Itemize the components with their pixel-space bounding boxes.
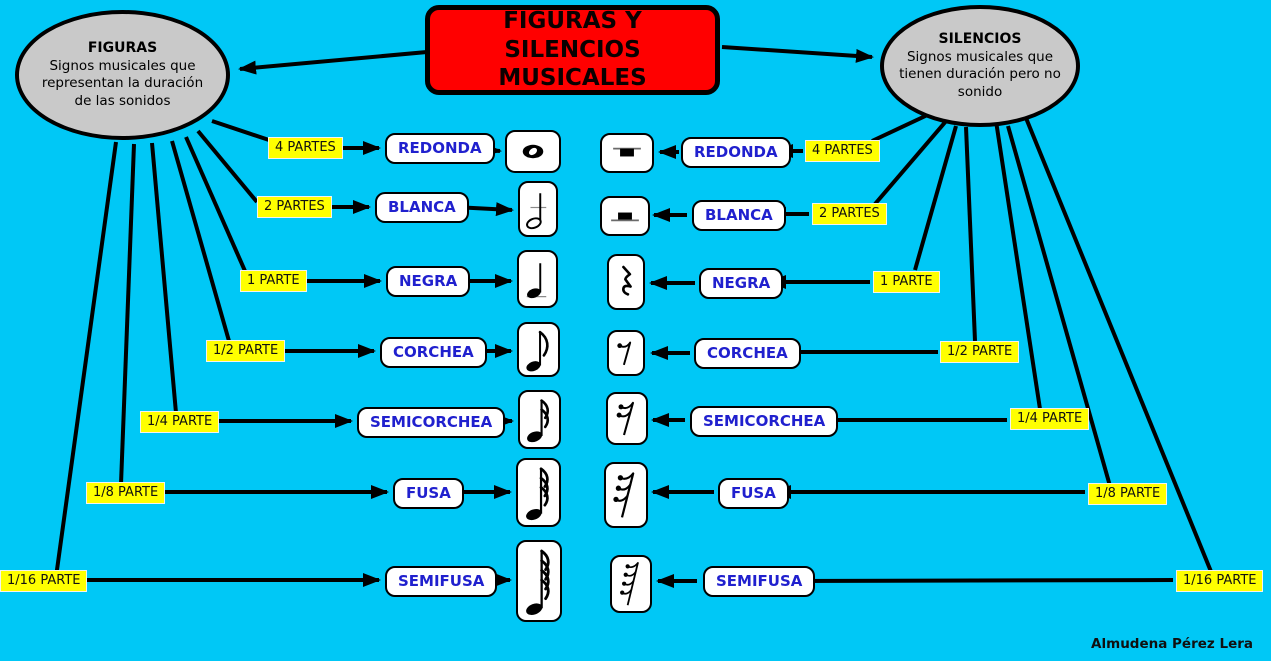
eighth-note-icon (526, 330, 549, 371)
figuras-description: Signos musicales que representan la dura… (41, 57, 204, 109)
half-rest-icon (611, 212, 639, 222)
note-symbol-box (517, 322, 560, 377)
title-box: FIGURAS Y SILENCIOS MUSICALES (425, 5, 720, 95)
sixtyfourth-rest-icon (619, 562, 639, 606)
parts-label: 1 PARTE (240, 270, 307, 292)
parts-label: 1/2 PARTE (206, 340, 286, 362)
figure-box: NEGRA (386, 266, 471, 297)
figuras-title: FIGURAS (87, 39, 158, 56)
rest-symbol-box (600, 133, 654, 173)
parts-label: 1/4 PARTE (140, 411, 220, 433)
parts-label: 1/16 PARTE (0, 570, 88, 592)
note-symbol-box (516, 540, 562, 622)
figure-box: REDONDA (681, 137, 791, 168)
silencios-ellipse: SILENCIOS Signos musicales que tienen du… (880, 5, 1080, 127)
figure-box: REDONDA (385, 133, 495, 164)
figure-box: FUSA (393, 478, 464, 509)
silencios-description: Signos musicales que tienen duración per… (899, 48, 1061, 100)
sixtyfourth-note-icon (526, 549, 550, 615)
quarter-note-icon (526, 263, 546, 299)
parts-label: 2 PARTES (812, 203, 887, 225)
half-note-icon (526, 193, 547, 230)
figure-box: FUSA (718, 478, 789, 509)
figuras-ellipse: FIGURAS Signos musicales que representan… (15, 10, 230, 140)
sixteenth-rest-icon (616, 401, 635, 436)
figure-box: CORCHEA (694, 338, 801, 369)
title-line2: SILENCIOS MUSICALES (498, 36, 647, 92)
whole-rest-icon (613, 147, 641, 157)
figure-box: BLANCA (692, 200, 786, 231)
note-symbol-box (518, 390, 561, 449)
parts-label: 1/8 PARTE (86, 482, 166, 504)
note-symbol-box (505, 130, 561, 173)
parts-label: 4 PARTES (805, 140, 880, 162)
quarter-rest-icon (622, 265, 632, 296)
figure-box: CORCHEA (380, 337, 487, 368)
rest-symbol-box (607, 254, 645, 310)
parts-label: 4 PARTES (268, 137, 343, 159)
note-symbol-box (518, 181, 558, 237)
figure-box: SEMIFUSA (385, 566, 498, 597)
rest-symbol-box (604, 462, 648, 528)
note-symbol-box (517, 250, 558, 308)
parts-label: 1/8 PARTE (1088, 483, 1168, 505)
note-symbol-box (516, 458, 561, 527)
parts-label: 1 PARTE (873, 271, 940, 293)
author-credit: Almudena Pérez Lera (1091, 636, 1253, 652)
figure-box: NEGRA (699, 268, 784, 299)
rest-symbol-box (600, 196, 650, 236)
parts-label: 1/16 PARTE (1176, 570, 1264, 592)
thirtysecond-note-icon (526, 467, 549, 521)
rest-symbol-box (610, 555, 652, 613)
parts-label: 1/2 PARTE (940, 341, 1020, 363)
parts-label: 1/4 PARTE (1010, 408, 1090, 430)
eighth-rest-icon (617, 341, 632, 366)
thirtysecond-rest-icon (613, 472, 635, 518)
figure-box: SEMICORCHEA (690, 406, 839, 437)
figure-box: SEMIFUSA (703, 566, 816, 597)
parts-label: 2 PARTES (257, 196, 332, 218)
sixteenth-note-icon (527, 399, 550, 443)
title-line1: FIGURAS Y (503, 7, 642, 34)
whole-note-icon (522, 144, 544, 159)
rest-symbol-box (606, 392, 648, 445)
figure-box: BLANCA (375, 192, 469, 223)
silencios-title: SILENCIOS (938, 30, 1022, 47)
rest-symbol-box (607, 330, 645, 376)
figure-box: SEMICORCHEA (357, 407, 506, 438)
